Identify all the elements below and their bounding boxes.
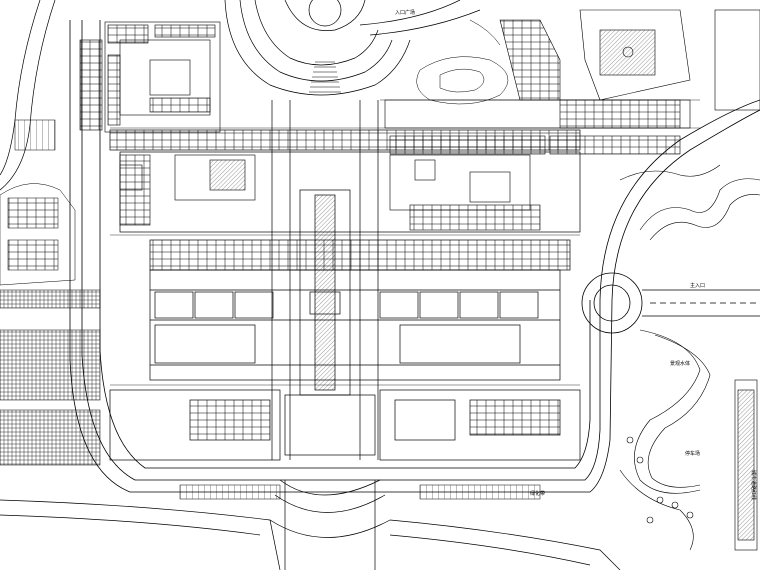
west-road [0, 0, 56, 191]
east-label-1: 景观水体 [670, 360, 690, 367]
east-vertical-label: 城市道路红线 [750, 470, 757, 500]
north-plaza-label: 入口广场 [395, 9, 415, 16]
east-label-2: 停车场 [685, 450, 700, 457]
east-boundary-strip [734, 379, 758, 551]
north-central-blocks [119, 154, 541, 231]
ne-building [384, 9, 760, 155]
light-wells [154, 291, 539, 364]
east-road-label: 主入口 [690, 282, 705, 289]
west-parking [0, 119, 101, 466]
north-plaza [224, 0, 481, 96]
south-road [0, 499, 621, 570]
axis-lines [110, 99, 700, 386]
nw-building [79, 21, 221, 133]
ne-landscape [416, 19, 509, 105]
central-building [109, 129, 581, 381]
south-parking-strips [179, 484, 541, 500]
east-roundabout [581, 272, 760, 334]
south-entrance [109, 389, 581, 570]
east-garden [619, 164, 760, 551]
south-label: 绿化带 [530, 490, 545, 497]
plaza-fan-steps [309, 61, 341, 93]
central-spine [271, 100, 379, 460]
